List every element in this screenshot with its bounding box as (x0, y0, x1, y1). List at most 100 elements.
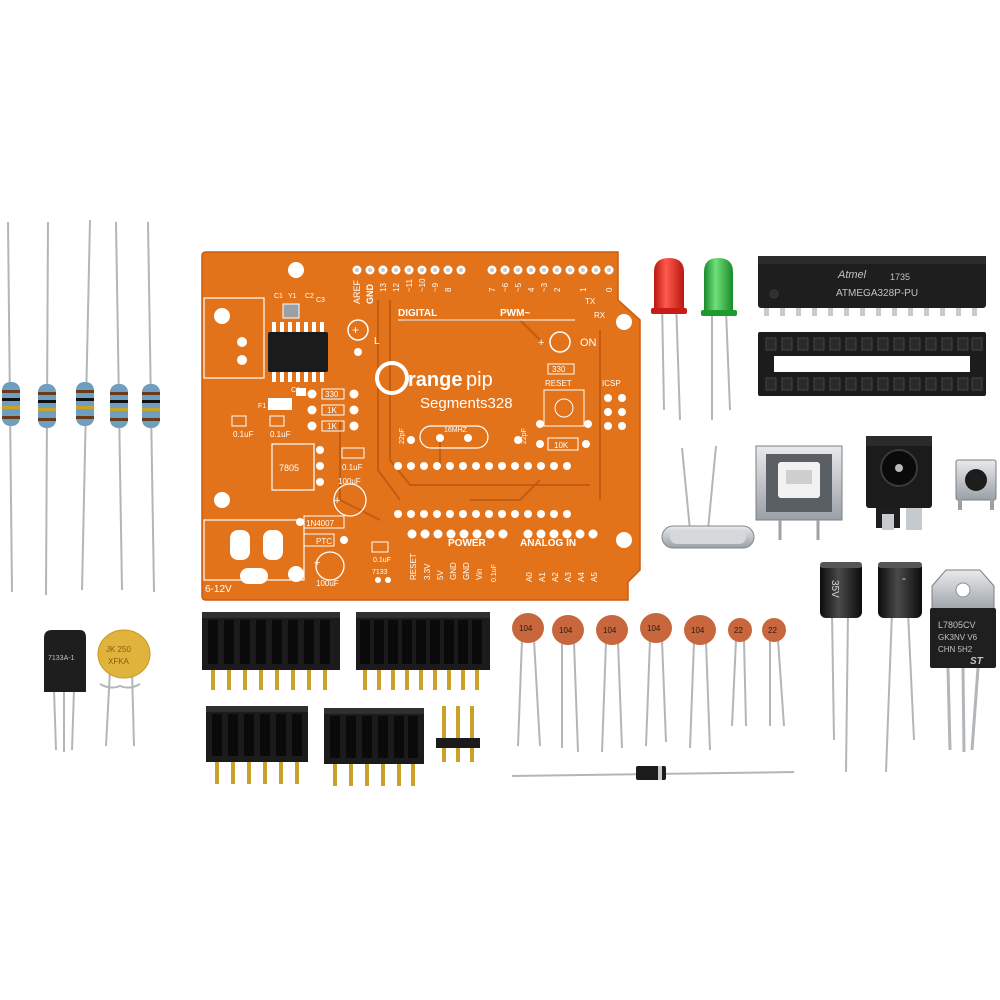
regulator-marking-line1: L7805CV (938, 620, 976, 630)
crystal-outline (419, 425, 489, 449)
ceramic-capacitor: 22 (728, 618, 752, 727)
svg-text:~6: ~6 (501, 282, 510, 292)
svg-text:~5: ~5 (514, 282, 523, 292)
svg-text:100uF: 100uF (338, 477, 361, 486)
icsp-label: ICSP (602, 379, 621, 388)
female-header-10pin (356, 612, 490, 690)
tactile-switch (955, 459, 997, 510)
resistor (110, 221, 128, 591)
svg-text:13: 13 (379, 283, 388, 292)
resistor-pads (307, 388, 359, 432)
svg-text:+: + (334, 495, 340, 507)
mcu-pads-bottom (394, 510, 571, 518)
electrolytic-capacitor: - (878, 562, 922, 773)
svg-text:22: 22 (768, 626, 777, 635)
svg-text:+: + (314, 557, 320, 569)
reset-label: RESET (545, 379, 572, 388)
svg-text:GND: GND (462, 562, 471, 580)
svg-text:A5: A5 (590, 572, 599, 582)
svg-text:range: range (408, 369, 462, 391)
svg-text:RESET: RESET (409, 553, 418, 580)
header-pads-bottom (407, 529, 598, 539)
mcu-date: 1735 (890, 272, 910, 282)
svg-text:1N4007: 1N4007 (306, 519, 335, 528)
gnd-label: GND (365, 284, 375, 305)
svg-text:1K: 1K (327, 406, 337, 415)
power-label: POWER (448, 538, 487, 549)
svg-text:10K: 10K (554, 441, 569, 450)
ceramic-capacitor: 104 (552, 615, 584, 753)
svg-text:3.3V: 3.3V (423, 563, 432, 580)
svg-text:~3: ~3 (540, 282, 549, 292)
resistor (142, 221, 160, 593)
svg-text:-: - (902, 571, 906, 585)
svg-text:A3: A3 (564, 572, 573, 582)
svg-text:330: 330 (325, 390, 339, 399)
svg-text:0: 0 (605, 287, 614, 292)
svg-text:F1: F1 (258, 403, 266, 410)
cap-outline (333, 483, 367, 517)
svg-text:104: 104 (519, 624, 533, 633)
smd-chip (268, 332, 328, 372)
mounting-hole (288, 262, 304, 278)
svg-text:+: + (352, 323, 359, 337)
female-header-6pin (324, 708, 424, 786)
svg-text:8: 8 (444, 287, 453, 292)
ceramic-capacitor: 22 (762, 618, 786, 727)
svg-text:104: 104 (647, 624, 661, 633)
pcb-board: AREF GND 13 12 ~11 ~10 ~9 8 7 ~6 ~5 4 ~3… (201, 251, 641, 601)
svg-text:7: 7 (488, 287, 497, 292)
svg-text:Y1: Y1 (288, 293, 297, 300)
st-logo-icon: ST (970, 656, 984, 667)
icsp-header (604, 394, 626, 430)
svg-text:22pF: 22pF (399, 428, 406, 444)
male-pin-header-3pin (436, 706, 480, 762)
mcu-pads-top (394, 462, 571, 470)
dc-barrel-jack (866, 436, 932, 530)
svg-text:104: 104 (691, 626, 705, 635)
svg-text:C4: C4 (291, 387, 300, 394)
svg-text:0.1uF: 0.1uF (373, 557, 391, 564)
usb-outline (203, 297, 265, 379)
resistor (2, 221, 20, 593)
atmega-chip: Atmel 1735 ATMEGA328P-PU (758, 256, 986, 316)
svg-text:12: 12 (392, 283, 401, 292)
svg-text:A1: A1 (538, 572, 547, 582)
power-pin-labels: RESET 3.3V 5V GND GND Vin (409, 553, 484, 580)
voltage-label: 6-12V (205, 584, 232, 595)
pwm-label: PWM~ (500, 308, 530, 319)
svg-text:~9: ~9 (431, 282, 440, 292)
mcu-part: ATMEGA328P-PU (836, 288, 918, 299)
svg-text:2: 2 (553, 287, 562, 292)
svg-text:22pF: 22pF (521, 428, 528, 444)
regulator-outline (271, 443, 315, 491)
svg-text:C1: C1 (274, 293, 283, 300)
svg-text:PTC: PTC (316, 537, 332, 546)
mounting-hole (616, 532, 632, 548)
svg-text:C3: C3 (316, 297, 325, 304)
led-green (701, 258, 737, 420)
l-led-label: L (374, 336, 380, 347)
ceramic-capacitor: 104 (640, 613, 672, 747)
svg-text:22: 22 (734, 626, 743, 635)
cap-label: 0.1uF (233, 430, 254, 439)
resistor-group (2, 219, 160, 596)
regulator-marking-line3: CHN 5H2 (938, 645, 973, 654)
ptc-marking-line1: JK 250 (106, 645, 131, 654)
svg-text:1: 1 (579, 287, 588, 292)
ldo-marking: 7133A-1 (48, 655, 75, 662)
ic-socket (758, 332, 986, 396)
svg-text:~10: ~10 (418, 278, 427, 292)
svg-text:100uF: 100uF (316, 579, 339, 588)
reset-button-outline (543, 389, 585, 427)
usb-b-connector (755, 445, 843, 540)
svg-text:104: 104 (559, 626, 573, 635)
digital-pin-labels: 13 12 ~11 ~10 ~9 8 7 ~6 ~5 4 ~3 2 1 0 (379, 278, 614, 292)
regulator-marking-line2: GK3NV V6 (938, 633, 978, 642)
rx-label: RX (594, 311, 606, 320)
tx-label: TX (585, 297, 596, 306)
diode-1n4007 (511, 766, 795, 780)
board-model: Segments328 (420, 395, 513, 412)
svg-text:104: 104 (603, 626, 617, 635)
svg-text:4: 4 (527, 287, 536, 292)
